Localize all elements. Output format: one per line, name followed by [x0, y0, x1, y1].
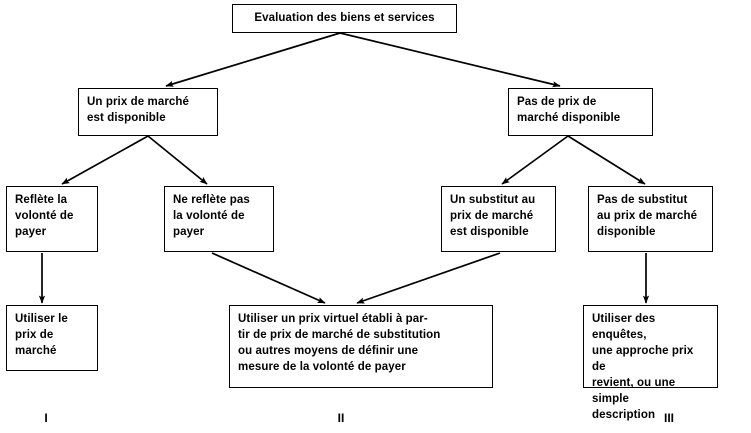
edge-substitut-to-prix-virtuel: [356, 252, 501, 304]
edge-right-to-substitut: [501, 135, 569, 185]
node-utiliser-prix-virtuel[interactable]: Utiliser un prix virtuel établi à par- t…: [229, 305, 493, 388]
node-utiliser-prix-marche[interactable]: Utiliser le prix de marché: [6, 305, 98, 371]
node-pas-substitut-prix-marche-disponible[interactable]: Pas de substitut au prix de marché dispo…: [588, 186, 713, 252]
node-evaluation-biens-services[interactable]: Evaluation des biens et services: [232, 4, 457, 33]
node-substitut-prix-marche-disponible[interactable]: Un substitut au prix de marché est dispo…: [441, 186, 556, 252]
edge-root-to-left: [165, 32, 341, 87]
node-ne-reflete-pas-volonte-payer[interactable]: Ne reflète pas la volonté de payer: [164, 186, 274, 252]
node-reflete-volonte-payer[interactable]: Reflète la volonté de payer: [6, 186, 98, 252]
column-numeral-ii: II: [337, 411, 345, 425]
node-pas-prix-marche-disponible[interactable]: Pas de prix de marché disponible: [508, 88, 653, 136]
edge-right-to-pas-substitut: [567, 135, 646, 185]
node-utiliser-enquetes[interactable]: Utiliser des enquêtes, une approche prix…: [583, 305, 718, 421]
column-numeral-iii: III: [663, 411, 674, 425]
edge-left-to-reflete: [61, 135, 149, 185]
node-prix-marche-disponible[interactable]: Un prix de marché est disponible: [78, 88, 218, 136]
edge-left-to-ne-reflete: [147, 135, 208, 185]
column-numeral-i: I: [44, 411, 48, 425]
edge-ne-reflete-to-prix-virtuel: [211, 252, 326, 304]
edge-root-to-right: [339, 32, 561, 88]
